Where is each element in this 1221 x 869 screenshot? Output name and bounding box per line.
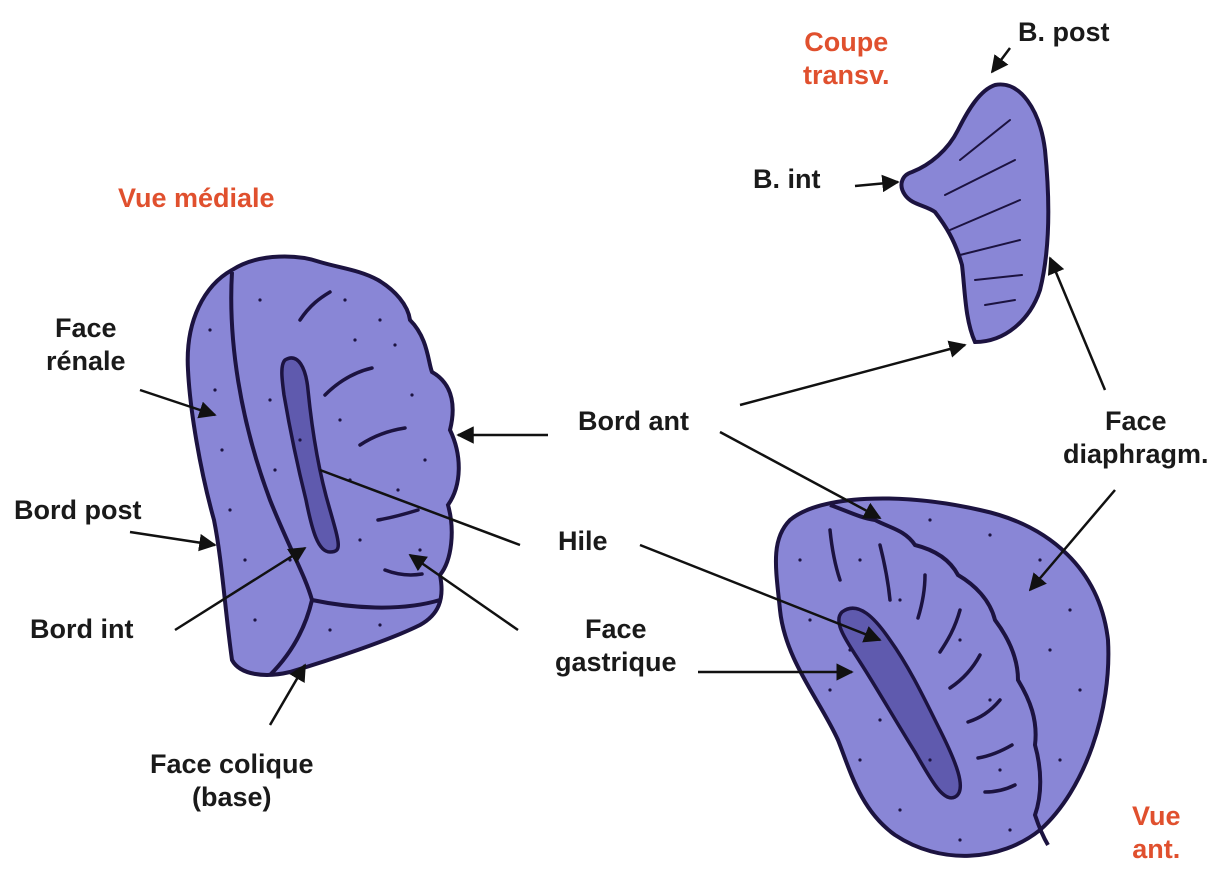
- arrow-face-diaphragm-section: [1050, 258, 1105, 390]
- label-bord-int: Bord int: [30, 613, 133, 646]
- transverse-section-body: [901, 84, 1048, 342]
- label-hile: Hile: [558, 525, 608, 558]
- anterior-view-spleen: [776, 499, 1108, 856]
- label-face-diaphragm: Face diaphragm.: [1063, 405, 1209, 471]
- view-title-mediale: Vue médiale: [118, 182, 275, 215]
- arrow-bord-ant-anterior: [720, 432, 880, 518]
- arrow-b-post: [992, 48, 1010, 72]
- label-bord-post: Bord post: [14, 494, 142, 527]
- label-face-renale: Face rénale: [46, 312, 126, 378]
- arrow-b-int: [855, 182, 898, 186]
- transverse-section-spleen: [901, 84, 1048, 342]
- view-title-anterieure: Vue ant.: [1132, 800, 1181, 866]
- medial-view-spleen: [188, 257, 459, 675]
- label-bord-ant: Bord ant: [578, 405, 689, 438]
- label-face-gastrique: Face gastrique: [555, 613, 677, 679]
- view-title-coupe: Coupe transv.: [803, 26, 890, 92]
- arrow-bord-post: [130, 532, 215, 545]
- medial-spleen-body: [188, 257, 459, 675]
- label-face-colique: Face colique (base): [150, 748, 314, 814]
- anterior-spleen-body: [776, 499, 1108, 856]
- label-b-int: B. int: [753, 163, 821, 196]
- arrow-bord-ant-section: [740, 345, 965, 405]
- label-b-post: B. post: [1018, 16, 1110, 49]
